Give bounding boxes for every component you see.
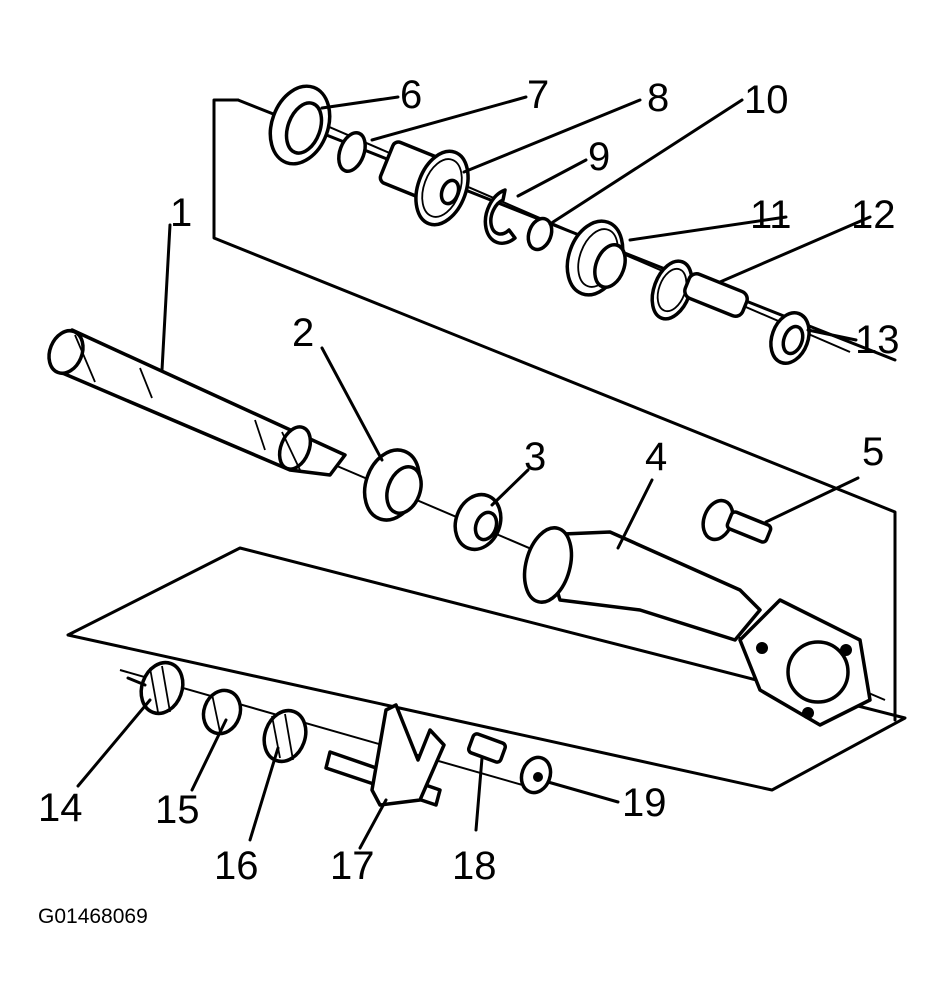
callout-16: 16	[214, 844, 259, 888]
callout-15: 15	[155, 788, 200, 832]
part-6-seal	[268, 84, 332, 166]
part-1-main-shaft	[47, 328, 347, 477]
callout-10: 10	[744, 78, 789, 122]
figure-id: G01468069	[38, 905, 148, 928]
part-11-hub	[565, 219, 627, 297]
part-16-spring	[262, 708, 308, 764]
callout-19: 19	[622, 781, 667, 825]
callout-1: 1	[170, 191, 193, 235]
part-9-clip	[483, 188, 517, 245]
callout-3: 3	[524, 435, 547, 479]
part-2-bearing	[362, 448, 423, 522]
part-8-gear	[378, 140, 470, 227]
part-5-bolt	[701, 498, 773, 544]
callout-8: 8	[647, 76, 670, 120]
part-14-spring	[126, 660, 185, 716]
part-3-bushing	[453, 492, 503, 552]
callout-2: 2	[292, 311, 315, 355]
callout-4: 4	[645, 435, 668, 479]
callout-9: 9	[588, 135, 611, 179]
part-12-gear-shaft	[650, 259, 749, 321]
part-19-clip	[519, 755, 553, 795]
part-4-housing	[522, 526, 872, 727]
lower-assembly-frame	[66, 546, 907, 792]
callout-14: 14	[38, 786, 83, 830]
callout-12: 12	[851, 193, 896, 237]
part-7-snap-ring	[337, 131, 367, 173]
callout-7: 7	[527, 73, 550, 117]
part-13-ring	[769, 311, 811, 365]
leader-lines	[76, 95, 872, 850]
callout-5: 5	[862, 430, 885, 474]
part-15-spring	[201, 688, 243, 736]
callout-13: 13	[855, 318, 900, 362]
lower-centerline	[119, 669, 541, 791]
part-18-pin	[466, 732, 508, 764]
callout-18: 18	[452, 844, 497, 888]
callout-17: 17	[330, 844, 375, 888]
part-10-washer	[526, 216, 554, 252]
callout-6: 6	[400, 73, 423, 117]
part-17-shift-fork	[324, 703, 446, 807]
upper-centerline	[289, 109, 851, 353]
callout-11: 11	[750, 193, 792, 237]
